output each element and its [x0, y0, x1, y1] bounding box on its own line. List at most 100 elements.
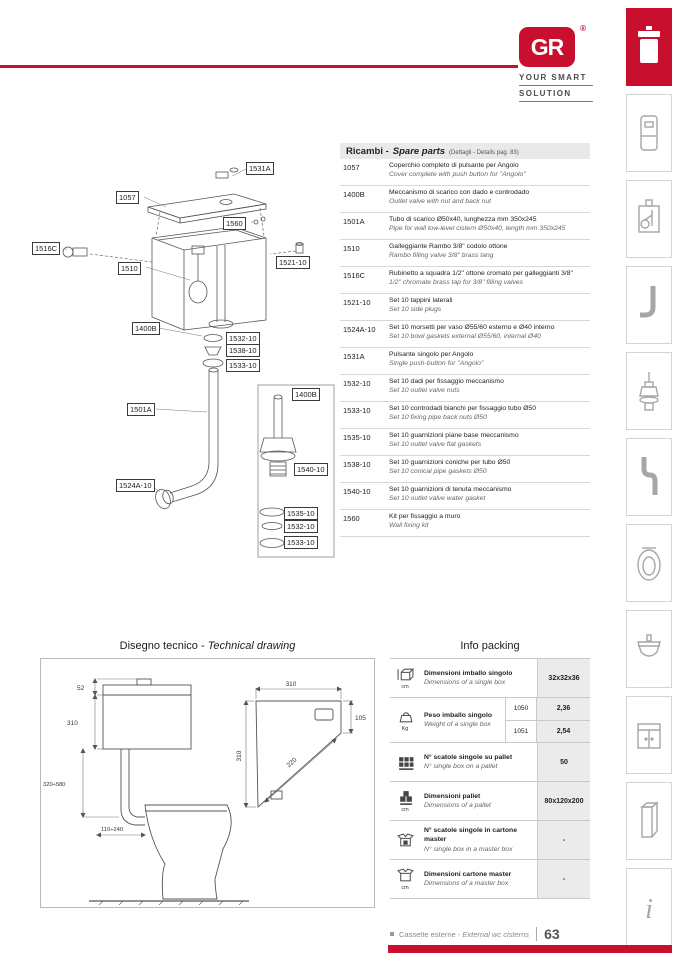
unit-label: cm — [401, 885, 409, 891]
part-label: 1540-10 — [294, 463, 328, 476]
packing-row: cm Dimensioni imballo singolo Dimensions… — [390, 659, 590, 698]
external-cistern-icon — [638, 26, 660, 63]
part-desc-en: Outlet valve with nut and back nut — [389, 197, 492, 205]
part-label: 1057 — [116, 191, 139, 204]
dim-cistern-top: 52 — [77, 685, 85, 692]
part-label: 1538-10 — [226, 344, 260, 357]
packing-description: N° scatole singole in cartone master N° … — [424, 827, 517, 853]
weight-subrow: 1050 2,36 — [506, 698, 590, 721]
dim-pipe-horizontal: 110÷240 — [101, 827, 123, 833]
part-label: 1533-10 — [284, 536, 318, 549]
part-desc-it: Pulsante singolo per Angolo — [389, 351, 474, 358]
technical-drawing-section: Disegno tecnico - Technical drawing — [40, 640, 375, 908]
brand-block: GR ® YOUR SMART SOLUTION — [519, 24, 597, 102]
exploded-view-drawing — [62, 167, 335, 558]
registered-mark: ® — [580, 24, 586, 33]
concealed-cistern-icon — [640, 115, 658, 151]
part-desc-en: Wall fixing kit — [389, 521, 429, 529]
sidebar-item-outlet-valve[interactable] — [626, 352, 672, 430]
packing-icon-cell: Kg — [390, 698, 420, 742]
part-label: 1516C — [32, 242, 61, 255]
sidebar-item-external-cistern[interactable] — [626, 8, 672, 86]
part-label: 1560 — [223, 217, 246, 230]
part-code: 1532-10 — [343, 379, 371, 388]
packing-row: cm Dimensioni pallet Dimensions of a pal… — [390, 782, 590, 821]
technical-drawing-box: 52 310 320÷580 110÷240 310 105 220 310 — [40, 658, 375, 908]
siphon-icon — [641, 457, 658, 495]
category-sidebar: i — [626, 8, 672, 954]
weight-subtable: 1050 2,36 1051 2,54 — [505, 698, 590, 742]
sidebar-item-concealed-cistern[interactable] — [626, 94, 672, 172]
packing-row: Kg Peso imballo singolo Weight of a sing… — [390, 698, 590, 743]
part-code: 1501A — [343, 217, 365, 226]
filling-mechanism-icon — [638, 199, 660, 233]
exploded-diagram: 1531A 1057 1560 1516C 1510 1521-10 1400B… — [20, 150, 340, 590]
packing-value: - — [537, 821, 590, 859]
dim-cistern-height: 310 — [67, 720, 78, 727]
sidebar-item-toilet-seat[interactable] — [626, 524, 672, 602]
part-label: 1535-10 — [284, 507, 318, 520]
product-code: 1050 — [513, 705, 529, 713]
product-weight: 2,36 — [536, 698, 590, 720]
packing-description: Dimensioni imballo singolo Dimensions of… — [424, 669, 513, 686]
part-desc-en: Set 10 conical pipe gaskets Ø50 — [389, 467, 487, 475]
part-code: 1524A-10 — [343, 325, 376, 334]
part-code: 1510 — [343, 244, 360, 253]
unit-label: cm — [401, 807, 409, 813]
sidebar-item-flush-pipe[interactable] — [626, 266, 672, 344]
packing-icon-cell — [390, 821, 420, 859]
footer-caption: Cassette esterne - External wc cisterns — [399, 929, 530, 939]
sidebar-item-sink[interactable] — [626, 610, 672, 688]
part-code: 1400B — [343, 190, 365, 199]
footer-red-bar — [388, 945, 672, 953]
brand-tagline: YOUR SMART SOLUTION — [519, 72, 593, 102]
sidebar-item-filling-mechanism[interactable] — [626, 180, 672, 258]
footer: Cassette esterne - External wc cisterns … — [390, 925, 560, 943]
box-in-master-box-icon — [396, 833, 414, 846]
part-desc-en: Single push-button for "Angolo" — [389, 359, 484, 367]
part-code: 1538-10 — [343, 460, 371, 469]
product-weight: 2,54 — [536, 720, 590, 742]
part-desc-it: Set 10 controdadi bianchi per fissaggio … — [389, 405, 536, 412]
part-desc-en: Pipe for wall low-level cistern Ø50x40, … — [389, 224, 566, 232]
part-desc-it: Set 10 tappini laterali — [389, 297, 453, 304]
part-label: 1510 — [118, 262, 141, 275]
packing-icon-cell: cm — [390, 659, 420, 697]
master-box-dimensions-icon — [396, 868, 414, 882]
dim-pipe-range: 320÷580 — [43, 782, 66, 788]
info-packing-section: Info packing cm D — [390, 640, 590, 899]
sidebar-item-bathroom-furniture[interactable] — [626, 696, 672, 774]
part-desc-en: Set 10 fixing pipe back nuts Ø50 — [389, 413, 487, 421]
part-desc-it: Set 10 guarnizioni piane base meccanismo — [389, 432, 519, 439]
sidebar-item-info[interactable]: i — [626, 868, 672, 946]
part-label: 1532-10 — [284, 520, 318, 533]
packing-description: Dimensioni pallet Dimensions of a pallet — [424, 792, 491, 809]
dim-right-depth: 105 — [355, 715, 366, 722]
part-label: 1400B — [132, 322, 160, 335]
sidebar-item-siphon[interactable] — [626, 438, 672, 516]
packing-row: cm Dimensioni cartone master Dimensions … — [390, 860, 590, 899]
part-code: 1540-10 — [343, 487, 371, 496]
part-desc-it: Kit per fissaggio a muro — [389, 513, 461, 520]
column-icon — [640, 801, 659, 838]
sidebar-item-column[interactable] — [626, 782, 672, 860]
part-label: 1501A — [127, 403, 155, 416]
technical-drawing-svg: 52 310 320÷580 110÷240 310 105 220 310 — [43, 678, 366, 907]
footer-bullet — [390, 932, 394, 936]
unit-label: cm — [401, 684, 409, 690]
part-label: 1400B — [292, 388, 320, 401]
part-label: 1521-10 — [276, 256, 310, 269]
sink-icon — [637, 634, 661, 657]
spare-parts-title-en: Spare parts — [392, 146, 446, 157]
technical-drawing-title: Disegno tecnico - Technical drawing — [119, 640, 296, 652]
weight-icon — [399, 712, 413, 723]
packing-icon-cell — [390, 743, 420, 781]
